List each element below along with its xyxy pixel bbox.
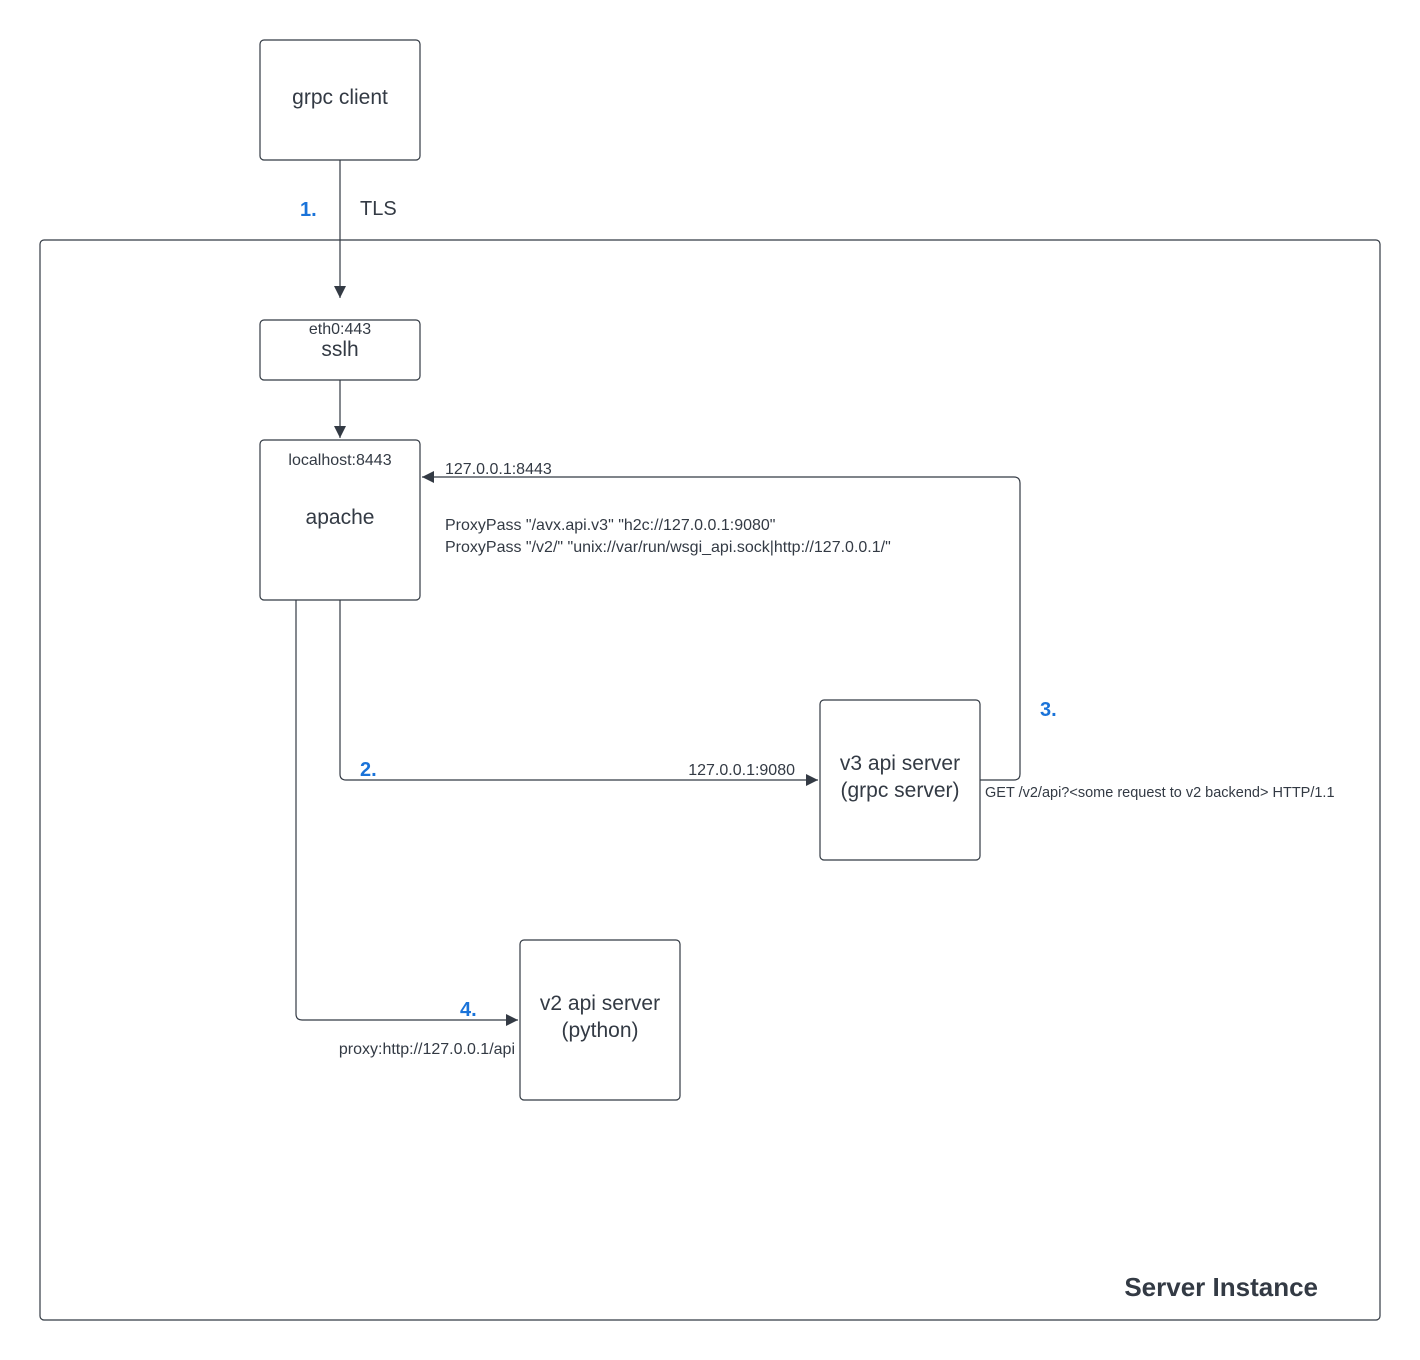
v3-api-server-label-line1: v3 api server (840, 752, 960, 775)
step-3-label: 3. (1040, 699, 1057, 721)
v3-to-apache-connector (422, 471, 1021, 781)
step-4-label: 4. (460, 999, 477, 1021)
server-instance-container (39, 239, 1381, 1321)
proxypass-v3-config: ProxyPass "/avx.api.v3" "h2c://127.0.0.1… (445, 517, 775, 534)
tls-label: TLS (360, 198, 397, 220)
server-instance-title: Server Instance (1124, 1272, 1318, 1302)
apache-return-port-label: 127.0.0.1:8443 (445, 461, 552, 478)
v2-proxy-label: proxy:http://127.0.0.1/api (339, 1041, 515, 1058)
sslh-label: sslh (321, 338, 358, 361)
grpc-client-label: grpc client (292, 86, 388, 109)
v2-api-server-label-line1: v2 api server (540, 992, 660, 1015)
v2-api-server-box (519, 939, 681, 1101)
proxypass-v2-config: ProxyPass "/v2/" "unix://var/run/wsgi_ap… (445, 539, 891, 556)
v2-api-server-label-line2: (python) (561, 1019, 638, 1042)
v2-request-label: GET /v2/api?<some request to v2 backend>… (985, 785, 1335, 801)
v3-api-server-label-line2: (grpc server) (840, 779, 959, 802)
apache-port-label: localhost:8443 (288, 452, 391, 469)
step-2-label: 2. (360, 759, 377, 781)
step-1-label: 1. (300, 199, 317, 221)
apache-to-v2-connector (295, 600, 518, 1026)
sslh-port-label: eth0:443 (309, 321, 371, 338)
v3-port-label: 127.0.0.1:9080 (688, 762, 795, 779)
apache-to-v3-connector (339, 600, 818, 786)
apache-label: apache (306, 506, 375, 529)
